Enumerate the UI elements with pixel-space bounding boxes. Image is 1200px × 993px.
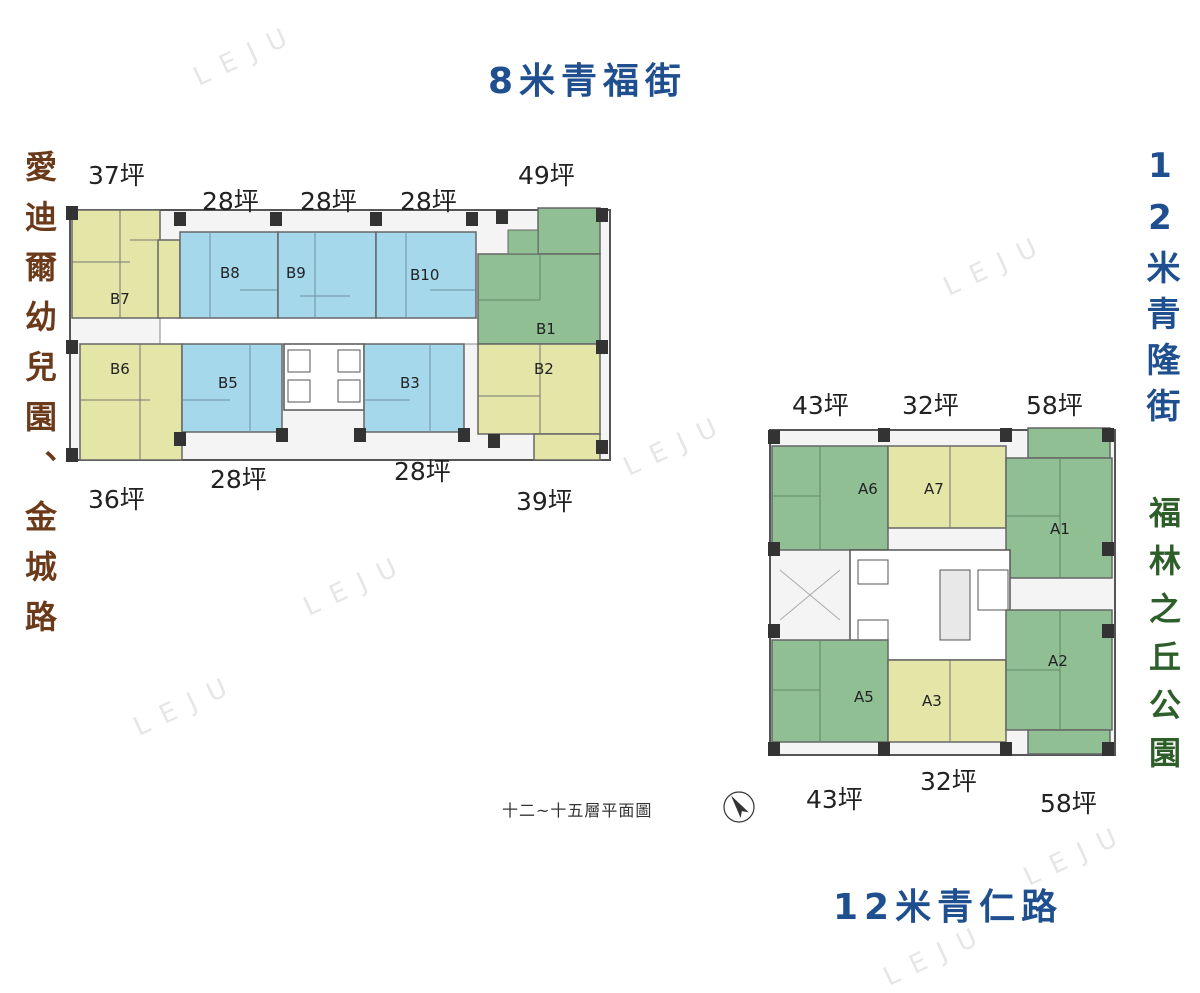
unit-a1 bbox=[1005, 427, 1113, 579]
watermark: LEJU bbox=[128, 667, 245, 743]
area-label-b10: 28坪 bbox=[400, 187, 457, 216]
unit-b7 bbox=[71, 209, 181, 319]
unit-label-b3: B3 bbox=[400, 374, 420, 392]
area-label-b2: 39坪 bbox=[516, 487, 573, 516]
unit-label-b7: B7 bbox=[110, 290, 130, 308]
watermark: LEJU bbox=[938, 227, 1055, 303]
unit-b6 bbox=[79, 343, 183, 461]
building-b-plan: B7 B8 B9 B10 B1 B6 B5 B3 B2 bbox=[66, 206, 611, 462]
area-label-b5: 28坪 bbox=[210, 465, 267, 494]
unit-label-b5: B5 bbox=[218, 374, 238, 392]
unit-a7 bbox=[887, 445, 1007, 529]
area-label-a1: 58坪 bbox=[1026, 391, 1083, 420]
street-bottom-label: 12米青仁路 bbox=[833, 887, 1064, 928]
unit-b5 bbox=[181, 343, 283, 433]
unit-label-a5: A5 bbox=[854, 688, 874, 706]
unit-a6 bbox=[771, 445, 889, 551]
unit-b3 bbox=[363, 343, 465, 433]
street-left-label: 愛迪爾幼兒園、金城路 bbox=[20, 150, 58, 650]
unit-b10 bbox=[375, 231, 477, 319]
watermark: LEJU bbox=[298, 547, 415, 623]
unit-label-b6: B6 bbox=[110, 360, 130, 378]
street-top-label: 8米青福街 bbox=[488, 61, 688, 102]
unit-a2 bbox=[1005, 609, 1113, 755]
area-label-b9: 28坪 bbox=[300, 187, 357, 216]
area-label-b6: 36坪 bbox=[88, 485, 145, 514]
unit-label-b8: B8 bbox=[220, 264, 240, 282]
area-label-a3: 32坪 bbox=[920, 767, 977, 796]
unit-label-b1: B1 bbox=[536, 320, 556, 338]
unit-label-a6: A6 bbox=[858, 480, 878, 498]
unit-label-b10: B10 bbox=[410, 266, 439, 284]
area-label-b7: 37坪 bbox=[88, 161, 145, 190]
core-b bbox=[283, 343, 365, 411]
columns-a bbox=[768, 428, 1114, 756]
columns-b bbox=[66, 206, 608, 462]
unit-a5 bbox=[771, 639, 889, 743]
unit-label-a1: A1 bbox=[1050, 520, 1070, 538]
unit-label-a3: A3 bbox=[922, 692, 942, 710]
street-right-label: 12米青隆街 bbox=[1140, 146, 1180, 434]
unit-label-a7: A7 bbox=[924, 480, 944, 498]
north-arrow-icon bbox=[723, 791, 755, 823]
unit-label-b2: B2 bbox=[534, 360, 554, 378]
watermark: LEJU bbox=[618, 407, 735, 483]
unit-label-a2: A2 bbox=[1048, 652, 1068, 670]
area-label-a2: 58坪 bbox=[1040, 789, 1097, 818]
floor-plan-caption: 十二~十五層平面圖 bbox=[502, 801, 653, 820]
area-label-a5: 43坪 bbox=[806, 785, 863, 814]
unit-a3 bbox=[887, 659, 1007, 743]
park-label: 福林之丘公園 bbox=[1144, 496, 1182, 784]
unit-label-b9: B9 bbox=[286, 264, 306, 282]
unit-b2 bbox=[477, 343, 601, 461]
area-label-b8: 28坪 bbox=[202, 187, 259, 216]
building-a-plan: A6 A7 A1 A5 A3 A2 bbox=[768, 427, 1116, 756]
area-label-a7: 32坪 bbox=[902, 391, 959, 420]
unit-b8 bbox=[179, 231, 279, 319]
area-label-b1: 49坪 bbox=[518, 161, 575, 190]
area-label-b3: 28坪 bbox=[394, 457, 451, 486]
unit-b1 bbox=[477, 207, 601, 345]
area-label-a6: 43坪 bbox=[792, 391, 849, 420]
